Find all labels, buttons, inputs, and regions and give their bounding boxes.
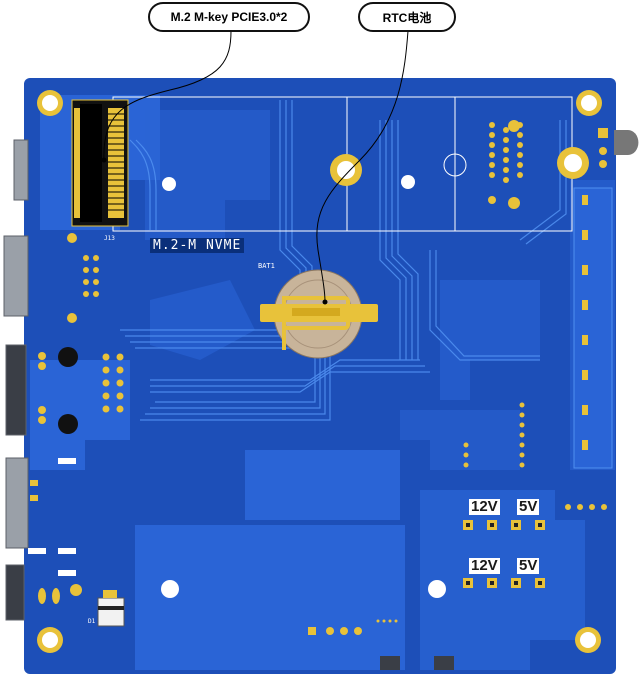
power-terminals [463, 520, 545, 588]
rtc-battery [260, 269, 378, 359]
left-connectors [3, 139, 29, 621]
mounting-holes [37, 90, 602, 653]
power-label-12v-top: 12V [469, 498, 500, 515]
pad-strips [463, 402, 607, 510]
bottom-connectors [380, 656, 454, 670]
ic-pads [67, 233, 124, 413]
left-connector-details [28, 352, 76, 576]
m2-callout-label: M.2 M-key PCIE3.0*2 [148, 2, 310, 32]
m2-connector [71, 99, 129, 227]
battery-ref-label: BAT1 [258, 262, 275, 270]
leader-rtc-dot [322, 299, 328, 305]
diode-d1 [97, 590, 125, 627]
power-label-5v-top: 5V [517, 498, 540, 515]
power-label-5v-bottom: 5V [517, 557, 540, 574]
trace-bundles [120, 100, 567, 421]
power-label-12v-bottom: 12V [469, 557, 500, 574]
rtc-callout-label: RTC电池 [358, 2, 456, 32]
leader-rtc [316, 30, 409, 303]
bottom-pads [38, 584, 398, 635]
leader-m2-dot [101, 157, 107, 163]
connector-ref-label: J13 [104, 235, 115, 242]
nvme-silkscreen-label: M.2-M NVME [150, 238, 245, 253]
diode-ref-label: D1 [88, 618, 96, 625]
leader-m2 [103, 30, 232, 161]
right-header [573, 128, 639, 469]
db-connector-pads [488, 120, 523, 209]
electrolytic-caps [58, 347, 78, 434]
